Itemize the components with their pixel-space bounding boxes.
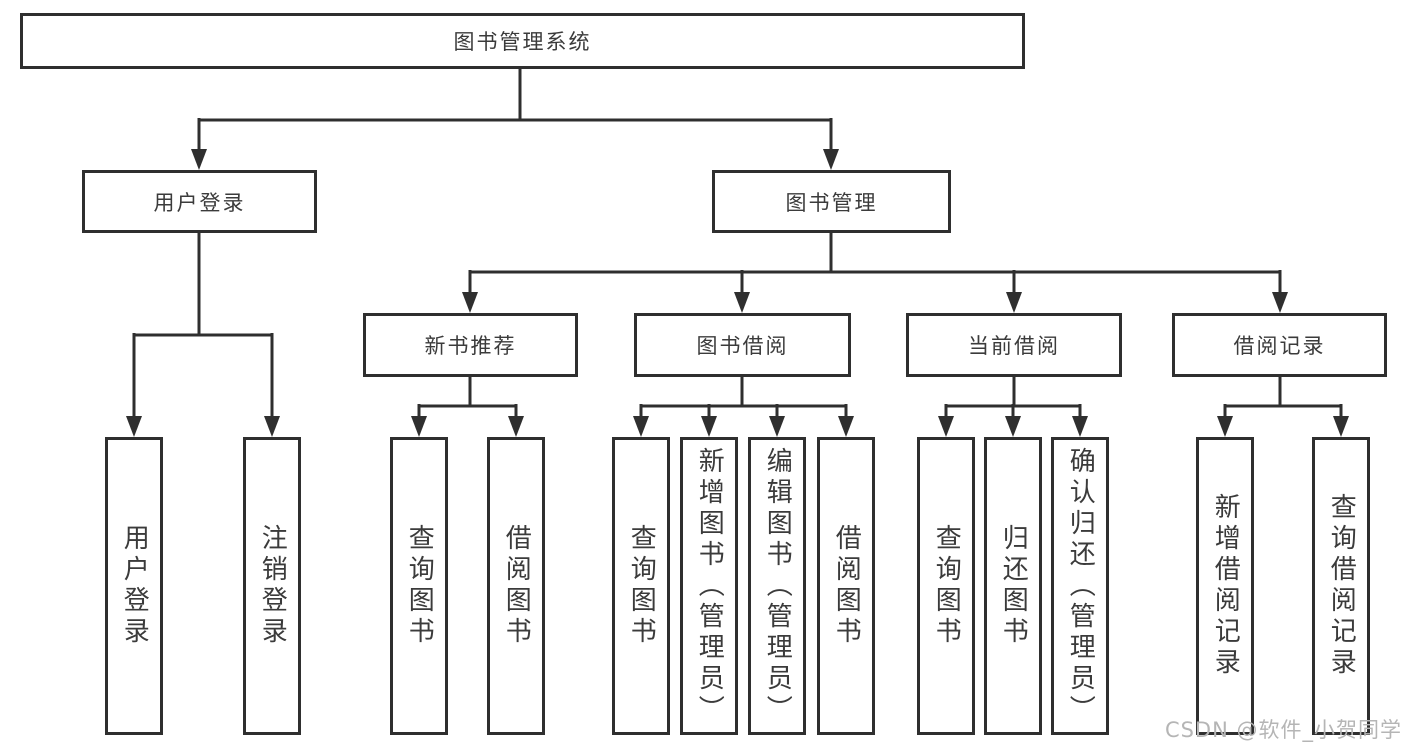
leaf-add-borrow-record: 新增借阅记录 [1196,437,1254,735]
node-label: 确认归还（管理员） [1065,446,1096,726]
leaf-user-login: 用户登录 [105,437,163,735]
node-label: 用户登录 [119,524,150,648]
connector-root-to-level1 [191,69,839,170]
node-label: 查询借阅记录 [1326,493,1357,679]
node-user-login: 用户登录 [82,170,317,233]
leaf-confirm-return-admin: 确认归还（管理员） [1051,437,1109,735]
connector-user-login-children [126,233,280,437]
node-current-borrowing: 当前借阅 [906,313,1122,377]
node-library-management-system: 图书管理系统 [20,13,1025,69]
node-book-borrowing: 图书借阅 [634,313,851,377]
node-label: 当前借阅 [968,334,1060,358]
leaf-borrow-books-recommend: 借阅图书 [487,437,545,735]
node-new-book-recommendation: 新书推荐 [363,313,578,377]
leaf-query-books-recommend: 查询图书 [390,437,448,735]
leaf-query-books-borrowing: 查询图书 [612,437,670,735]
node-label: 图书管理系统 [453,30,592,54]
node-label: 新增借阅记录 [1210,493,1241,679]
node-label: 归还图书 [998,524,1029,648]
connector-book-borrowing-children [633,377,854,437]
leaf-add-books-admin: 新增图书（管理员） [680,437,738,735]
node-label: 图书借阅 [696,334,789,358]
leaf-borrow-books-borrowing: 借阅图书 [817,437,875,735]
node-borrowing-records: 借阅记录 [1172,313,1387,377]
leaf-query-borrow-record: 查询借阅记录 [1312,437,1370,735]
node-label: 图书管理 [785,190,878,215]
node-label: 借阅图书 [831,524,862,648]
leaf-edit-books-admin: 编辑图书（管理员） [748,437,806,735]
node-label: 查询图书 [931,524,962,648]
watermark: CSDN @软件_小贺同学 [1164,718,1402,742]
connector-current-borrowing-children [938,377,1088,437]
node-label: 查询图书 [626,524,657,648]
node-label: 新书推荐 [424,334,517,358]
leaf-logout: 注销登录 [243,437,301,735]
leaf-return-books: 归还图书 [984,437,1042,735]
node-label: 查询图书 [404,524,435,648]
node-label: 注销登录 [257,524,288,648]
connector-borrowing-records-children [1217,377,1349,437]
node-label: 用户登录 [153,190,246,215]
node-label: 编辑图书（管理员） [762,446,793,726]
node-label: 借阅记录 [1233,334,1326,358]
node-book-management: 图书管理 [712,170,951,233]
leaf-query-books-current: 查询图书 [917,437,975,735]
connector-new-book-children [411,377,524,437]
node-label: 借阅图书 [501,524,532,648]
connector-book-management-children [462,233,1288,313]
node-label: 新增图书（管理员） [694,446,725,726]
